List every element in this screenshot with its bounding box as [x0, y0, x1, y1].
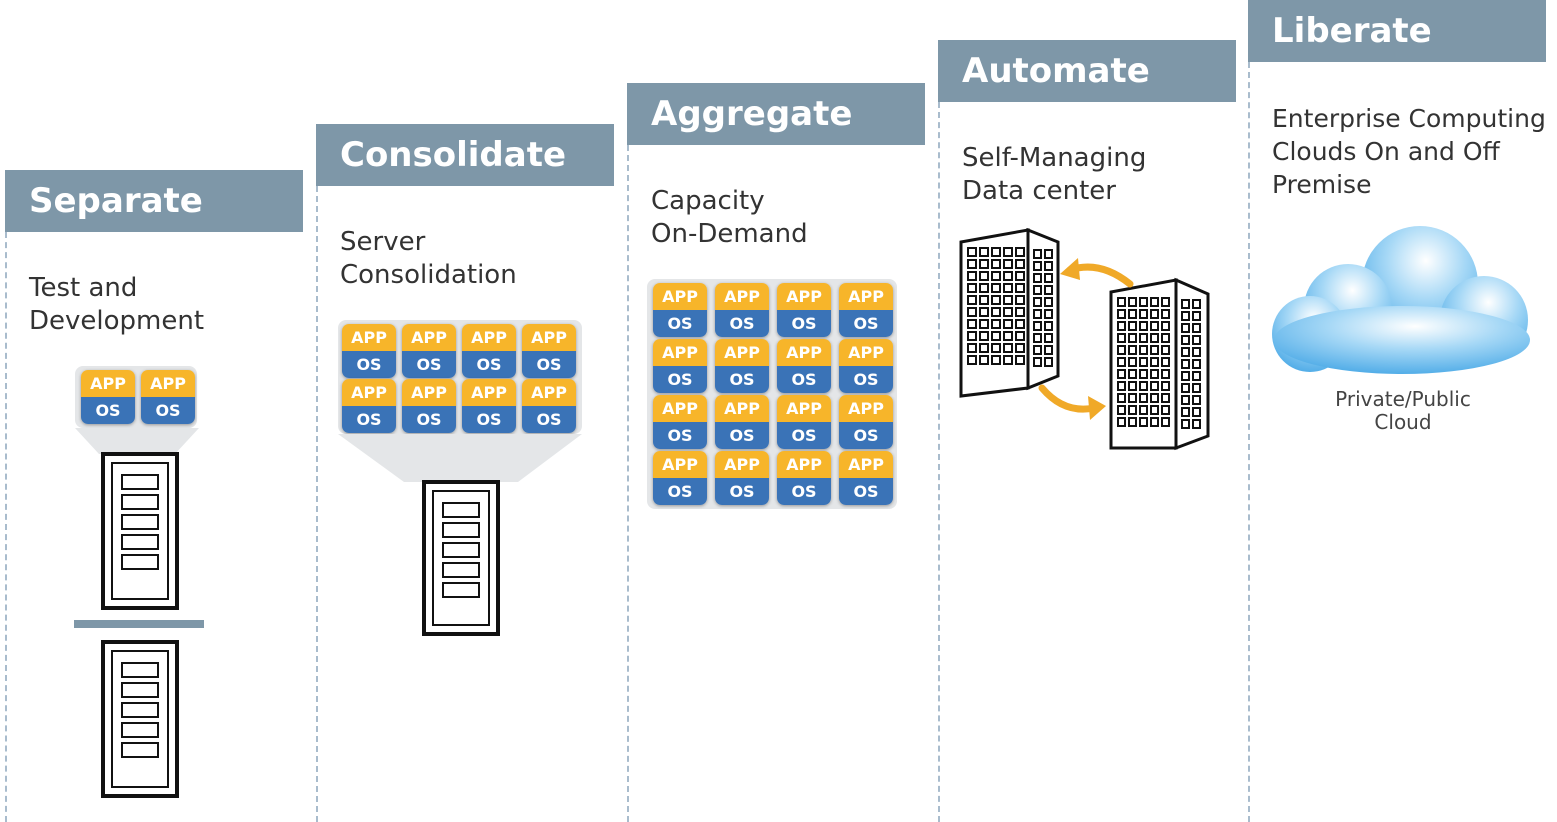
cloud-icon — [1272, 226, 1530, 374]
stage-description: Capacity On-Demand — [651, 186, 808, 249]
stage-divider — [938, 102, 940, 822]
stage-title: Liberate — [1248, 0, 1546, 62]
server-rack-icon — [101, 640, 179, 798]
stage-title: Consolidate — [316, 124, 614, 186]
stage-divider — [316, 186, 318, 822]
vm-funnel — [75, 428, 199, 454]
stage-description: Enterprise Computing Clouds On and Off P… — [1272, 104, 1546, 199]
stage-divider — [1248, 62, 1250, 822]
curved-arrow-icon — [1038, 384, 1106, 420]
office-building-icon — [1109, 277, 1210, 451]
stage-automate: Automate Self-Managing Data center — [938, 40, 1248, 822]
server-rack-icon — [422, 480, 500, 636]
office-building-icon — [959, 228, 1060, 398]
stage-description: Test and Development — [29, 273, 205, 336]
stage-title: Separate — [5, 170, 303, 232]
stage-title: Automate — [938, 40, 1236, 102]
server-rack-icon — [101, 452, 179, 610]
stage-divider — [627, 145, 629, 822]
stage-divider — [5, 232, 7, 822]
stage-description: Server Consolidation — [340, 227, 517, 290]
separator-bar — [74, 620, 204, 628]
curved-arrow-icon — [1060, 258, 1134, 288]
stage-liberate: Liberate Enterprise Computing Clouds On … — [1248, 0, 1557, 822]
cloud-label: Private/Public Cloud — [1335, 387, 1471, 434]
stage-description: Self-Managing Data center — [962, 143, 1147, 206]
vm-funnel — [338, 434, 582, 482]
stage-title: Aggregate — [627, 83, 925, 145]
